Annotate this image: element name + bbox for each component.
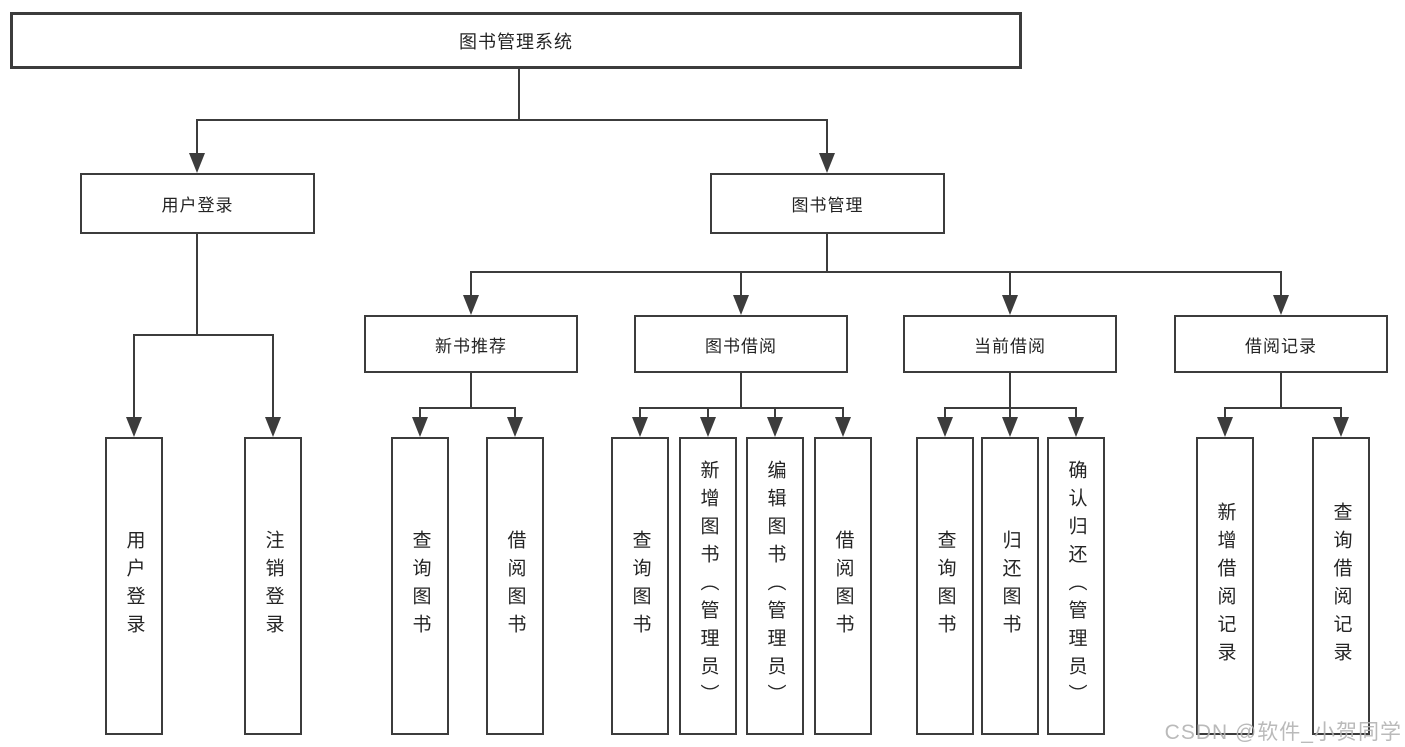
- node-label: 查询图书: [629, 530, 651, 642]
- connector-line: [774, 407, 776, 421]
- leaf-query-books-borrowing: 查询图书: [611, 437, 669, 735]
- node-label: 查询图书: [409, 530, 431, 642]
- connector-line: [1075, 407, 1077, 421]
- node-label: 用户登录: [123, 530, 145, 642]
- connector-line: [470, 373, 472, 408]
- connector-line: [514, 407, 516, 421]
- node-label: 图书管理系统: [459, 31, 573, 52]
- connector-line: [272, 334, 274, 420]
- arrow-down-icon: [632, 417, 648, 437]
- connector-line: [518, 69, 520, 120]
- connector-line: [740, 271, 742, 299]
- leaf-return-books: 归还图书: [981, 437, 1039, 735]
- leaf-edit-books-admin: 编辑图书（管理员）: [746, 437, 804, 735]
- node-user-login: 用户登录: [80, 173, 315, 234]
- node-label: 借阅图书: [832, 530, 854, 642]
- leaf-borrow-books-newrec: 借阅图书: [486, 437, 544, 735]
- connector-line: [826, 119, 828, 157]
- node-book-management: 图书管理: [710, 173, 945, 234]
- node-label: 当前借阅: [974, 336, 1046, 356]
- leaf-query-books-current: 查询图书: [916, 437, 974, 735]
- connector-line: [707, 407, 709, 421]
- arrow-down-icon: [507, 417, 523, 437]
- leaf-add-borrow-record: 新增借阅记录: [1196, 437, 1254, 735]
- connector-line: [196, 119, 198, 157]
- arrow-down-icon: [265, 417, 281, 437]
- arrow-down-icon: [1002, 417, 1018, 437]
- arrow-down-icon: [733, 295, 749, 315]
- connector-line: [470, 271, 472, 299]
- node-current-borrowing: 当前借阅: [903, 315, 1117, 373]
- arrow-down-icon: [126, 417, 142, 437]
- arrow-down-icon: [1068, 417, 1084, 437]
- node-label: 图书管理: [791, 196, 864, 215]
- node-library-management-system: 图书管理系统: [10, 12, 1022, 69]
- node-label: 确认归还（管理员）: [1065, 460, 1087, 712]
- connector-line: [1009, 373, 1011, 408]
- connector-line: [196, 119, 828, 121]
- connector-line: [419, 407, 516, 409]
- connector-line: [1340, 407, 1342, 421]
- arrow-down-icon: [1273, 295, 1289, 315]
- connector-line: [1009, 271, 1011, 299]
- arrow-down-icon: [463, 295, 479, 315]
- arrow-down-icon: [1002, 295, 1018, 315]
- arrow-down-icon: [412, 417, 428, 437]
- connector-line: [133, 334, 135, 420]
- node-book-borrowing: 图书借阅: [634, 315, 848, 373]
- connector-line: [944, 407, 946, 421]
- connector-line: [419, 407, 421, 421]
- node-label: 查询借阅记录: [1330, 502, 1352, 670]
- leaf-add-books-admin: 新增图书（管理员）: [679, 437, 737, 735]
- connector-line: [1009, 407, 1011, 421]
- connector-line: [639, 407, 641, 421]
- node-label: 编辑图书（管理员）: [764, 460, 786, 712]
- csdn-watermark: CSDN @软件_小贺同学: [1164, 721, 1402, 744]
- node-label: 查询图书: [934, 530, 956, 642]
- leaf-user-login: 用户登录: [105, 437, 163, 735]
- connector-line: [842, 407, 844, 421]
- connector-line: [1280, 271, 1282, 299]
- connector-line: [1224, 407, 1226, 421]
- node-label: 新增图书（管理员）: [697, 460, 719, 712]
- node-label: 借阅记录: [1245, 336, 1317, 356]
- connector-line: [1280, 373, 1282, 408]
- connector-line: [639, 407, 844, 409]
- node-new-book-recommendation: 新书推荐: [364, 315, 578, 373]
- node-label: 新书推荐: [435, 336, 507, 356]
- arrow-down-icon: [819, 153, 835, 173]
- node-label: 归还图书: [999, 530, 1021, 642]
- arrow-down-icon: [189, 153, 205, 173]
- leaf-query-borrow-record: 查询借阅记录: [1312, 437, 1370, 735]
- leaf-confirm-return-admin: 确认归还（管理员）: [1047, 437, 1105, 735]
- node-label: 用户登录: [161, 196, 234, 215]
- arrow-down-icon: [767, 417, 783, 437]
- node-label: 新增借阅记录: [1214, 502, 1236, 670]
- arrow-down-icon: [1217, 417, 1233, 437]
- leaf-logout: 注销登录: [244, 437, 302, 735]
- leaf-query-books-newrec: 查询图书: [391, 437, 449, 735]
- leaf-borrow-books-borrowing: 借阅图书: [814, 437, 872, 735]
- connector-line: [826, 234, 828, 272]
- connector-line: [740, 373, 742, 408]
- node-label: 图书借阅: [705, 336, 777, 356]
- node-label: 借阅图书: [504, 530, 526, 642]
- connector-line: [470, 271, 1282, 273]
- arrow-down-icon: [700, 417, 716, 437]
- arrow-down-icon: [1333, 417, 1349, 437]
- connector-line: [1224, 407, 1342, 409]
- node-label: 注销登录: [262, 530, 284, 642]
- connector-line: [196, 234, 198, 335]
- node-borrowing-records: 借阅记录: [1174, 315, 1388, 373]
- arrow-down-icon: [937, 417, 953, 437]
- connector-line: [133, 334, 274, 336]
- arrow-down-icon: [835, 417, 851, 437]
